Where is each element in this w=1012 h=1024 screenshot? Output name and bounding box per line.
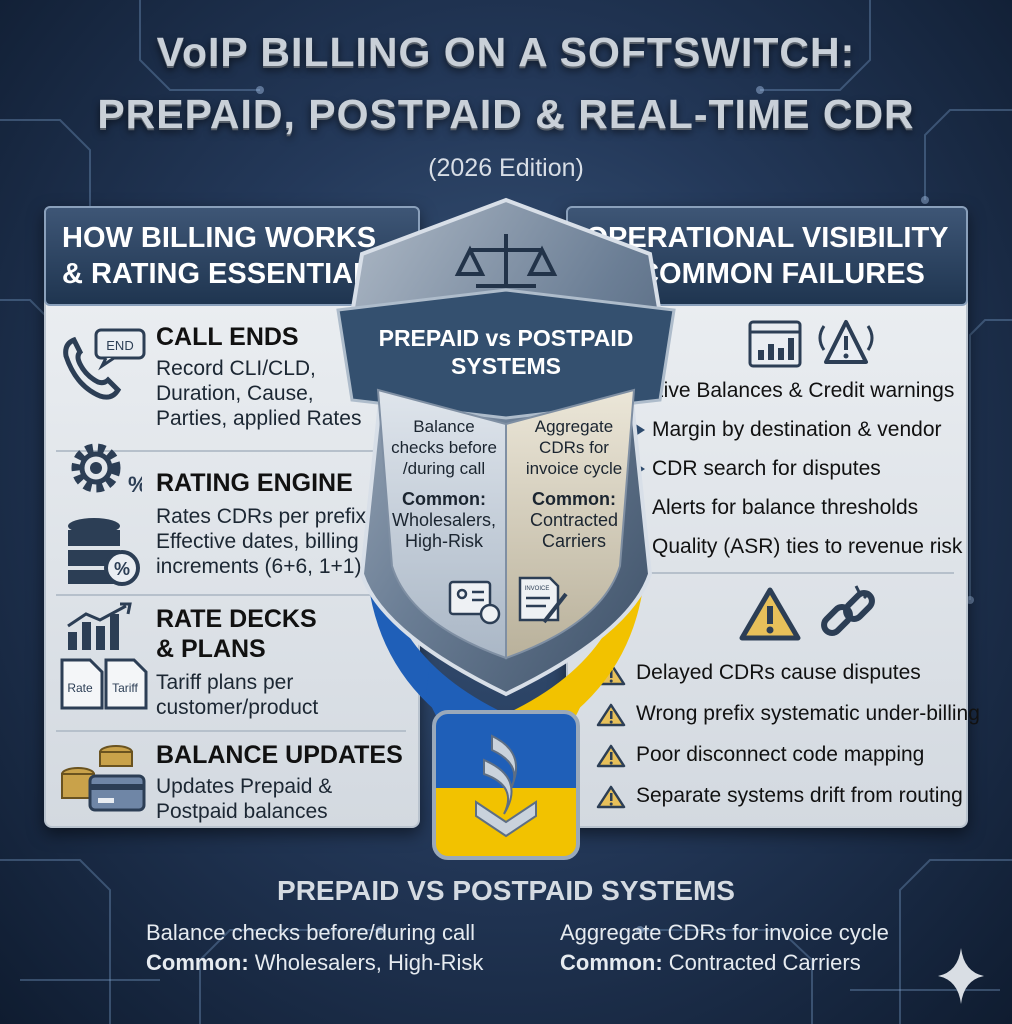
call-ends-title: CALL ENDS — [156, 323, 299, 351]
id-card-icon — [448, 580, 501, 625]
postpaid-line: CDRs for — [539, 438, 609, 457]
prepaid-line: Balance — [413, 417, 475, 436]
divider — [638, 572, 954, 574]
invoice-icon: INVOICE — [518, 576, 568, 624]
prepaid-column: Balance checks before /during call Commo… — [382, 416, 506, 552]
logo-emblem — [475, 734, 537, 838]
postpaid-common-line: Contracted — [529, 510, 619, 530]
end-label: END — [106, 338, 133, 353]
left-heading-line-2: & RATING ESSENTIALS — [62, 258, 391, 290]
shield-title-line-1: PREPAID vs POSTPAID — [378, 325, 634, 351]
balance-updates-line-2: Postpaid balances — [156, 800, 328, 823]
postpaid-column: Aggregate CDRs for invoice cycle Common:… — [512, 416, 636, 552]
left-heading-line-1: HOW BILLING WORKS — [62, 222, 377, 254]
warning-small-icon — [596, 744, 626, 768]
sparkle-icon — [938, 948, 984, 1004]
rating-engine-line-1: Rates CDRs per prefix — [156, 505, 367, 528]
bottom-left-line-2: Common: Wholesalers, High-Risk — [146, 950, 484, 975]
call-ends-line-2: Duration, Cause, — [156, 382, 314, 405]
phone-end-icon: END — [63, 328, 146, 400]
postpaid-line: Aggregate — [534, 417, 614, 436]
gear-percent-icon: % — [71, 443, 142, 497]
title-line-1: VoIP BILLING ON A SOFTSWITCH: — [156, 29, 856, 75]
center-shield: INVOICE — [336, 197, 676, 860]
prepaid-common-line: High-Risk — [404, 531, 483, 551]
bottom-right-line-1: Aggregate CDRs for invoice cycle — [560, 920, 889, 945]
call-ends-line-3: Parties, applied Rates — [156, 407, 362, 430]
dashboard-chart-icon — [748, 320, 802, 368]
divider — [56, 450, 406, 452]
tariff-document-icon: Tariff — [104, 658, 148, 710]
rate-decks-title-1: RATE DECKS — [156, 605, 317, 633]
prepaid-line: checks before — [391, 438, 497, 457]
broken-link-icon — [821, 585, 875, 636]
right-heading-line-2: & COMMON FAILURES — [609, 258, 925, 290]
balance-updates-line-1: Updates Prepaid & — [156, 775, 333, 798]
visibility-item: CDR search for disputes — [634, 456, 881, 482]
scale-icon — [454, 234, 558, 288]
coins-card-icon — [61, 745, 146, 812]
rate-decks-line-1: Tariff plans per — [156, 671, 294, 694]
rate-decks-line-2: customer/product — [156, 696, 319, 719]
divider — [56, 594, 406, 596]
shield-title: PREPAID vs POSTPAID SYSTEMS — [350, 324, 662, 380]
rating-engine-line-2: Effective dates, billing — [156, 530, 359, 553]
rate-document-icon: Rate — [60, 658, 104, 710]
rate-doc-label: Rate — [67, 681, 93, 695]
visibility-item: Alerts for balance thresholds — [634, 495, 918, 521]
title-line-2: PREPAID, POSTPAID & REAL-TIME CDR — [97, 91, 915, 137]
bottom-right-line-2: Common: Contracted Carriers — [560, 950, 861, 975]
postpaid-common-line: Carriers — [541, 531, 606, 551]
page-title: VoIP BILLING ON A SOFTSWITCH: PREPAID, P… — [0, 30, 1012, 136]
warning-small-icon — [596, 703, 626, 727]
shield-title-line-2: SYSTEMS — [451, 353, 561, 379]
warning-icon — [739, 587, 801, 641]
svg-text:%: % — [114, 559, 130, 579]
prepaid-common-label: Common: — [402, 489, 486, 509]
postpaid-common-label: Common: — [532, 489, 616, 509]
rating-engine-title: RATING ENGINE — [156, 469, 353, 497]
visibility-item: Quality (ASR) ties to revenue risk — [634, 534, 962, 560]
warning-small-icon — [596, 785, 626, 809]
visibility-item: Margin by destination & vendor — [634, 417, 942, 443]
right-heading-line-1: OPERATIONAL VISIBILITY — [585, 222, 949, 254]
prepaid-line: /during call — [402, 459, 486, 478]
bottom-left-line-1: Balance checks before/during call — [146, 920, 475, 945]
balance-updates-title: BALANCE UPDATES — [156, 741, 403, 769]
edition-label: (2026 Edition) — [428, 154, 584, 182]
postpaid-line: invoice cycle — [525, 459, 623, 478]
prepaid-common-line: Wholesalers, — [391, 510, 497, 530]
svg-text:%: % — [128, 472, 142, 497]
database-percent-icon: % — [68, 518, 140, 586]
bottom-title: PREPAID VS POSTPAID SYSTEMS — [277, 875, 735, 906]
tariff-doc-label: Tariff — [112, 681, 138, 695]
svg-text:INVOICE: INVOICE — [525, 586, 550, 592]
call-ends-line-1: Record CLI/CLD, — [156, 357, 316, 380]
visibility-item: Live Balances & Credit warnings — [634, 378, 954, 404]
alert-signal-icon — [818, 320, 874, 364]
rate-decks-title-2: & PLANS — [156, 635, 266, 663]
divider — [56, 730, 406, 732]
bar-chart-icon — [67, 602, 132, 650]
left-panel: HOW BILLING WORKS & RATING ESSENTIALS EN… — [44, 206, 420, 828]
rating-engine-line-3: increments (6+6, 1+1) — [156, 555, 362, 578]
